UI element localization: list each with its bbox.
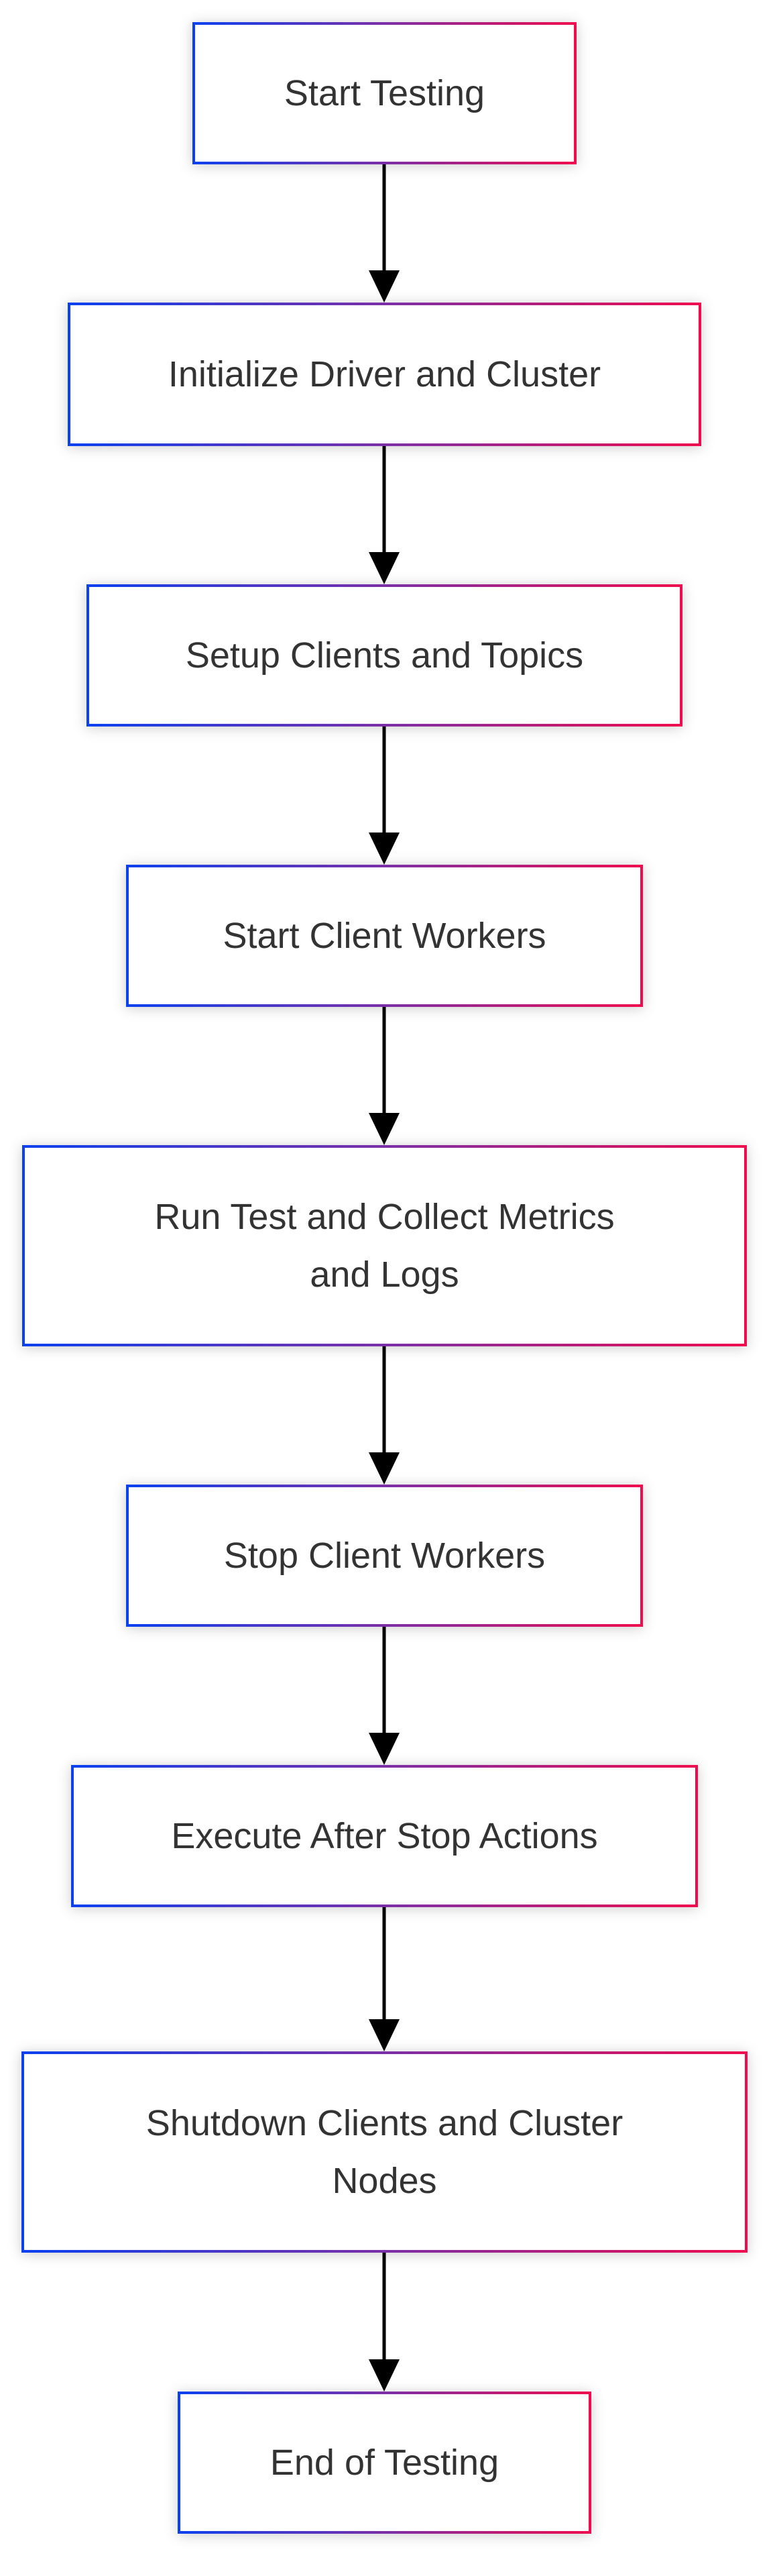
flowchart-node-run-test-collect: Run Test and Collect Metrics and Logs [22,1145,747,1346]
flowchart-node-end-of-testing: End of Testing [178,2392,591,2534]
arrowhead-icon [369,552,400,584]
flowchart-node-setup-clients-topics: Setup Clients and Topics [86,584,682,727]
arrow-shaft [382,164,386,276]
node-label: Start Testing [284,72,485,113]
node-label: Initialize Driver and Cluster [168,354,601,394]
node-label: End of Testing [270,2442,499,2483]
arrow-shaft [382,2253,386,2365]
arrowhead-icon [369,833,400,865]
arrow-shaft [382,1346,386,1458]
node-body: Run Test and Collect Metrics and Logs [25,1148,744,1344]
arrow-run-test-to-stop-workers [369,1346,400,1485]
flowchart-node-start-client-workers: Start Client Workers [126,865,643,1007]
node-label: Start Client Workers [223,915,546,956]
node-label: Stop Client Workers [223,1535,546,1576]
arrow-shutdown-to-end [369,2253,400,2392]
arrowhead-icon [369,1452,400,1485]
node-body: Execute After Stop Actions [74,1768,695,1904]
node-body: Shutdown Clients and Cluster Nodes [24,2054,745,2250]
arrowhead-icon [369,2019,400,2051]
arrow-setup-to-start-workers [369,727,400,865]
node-label: Setup Clients and Topics [185,635,584,676]
flowchart-node-shutdown-clients-nodes: Shutdown Clients and Cluster Nodes [21,2051,748,2253]
node-body: Stop Client Workers [129,1487,640,1624]
flowchart-node-stop-client-workers: Stop Client Workers [126,1485,643,1627]
arrow-start-workers-to-run-test [369,1007,400,1145]
arrow-shaft [382,1627,386,1738]
flowchart-node-execute-after-stop: Execute After Stop Actions [71,1765,698,1907]
arrowhead-icon [369,270,400,303]
arrowhead-icon [369,2359,400,2392]
arrowhead-icon [369,1113,400,1145]
arrow-start-to-init [369,164,400,303]
arrow-shaft [382,1007,386,1118]
arrow-shaft [382,446,386,557]
node-label: Shutdown Clients and Cluster Nodes [145,2102,623,2201]
node-label: Run Test and Collect Metrics and Logs [154,1196,615,1295]
arrow-shaft [382,1907,386,2025]
arrow-shaft [382,727,386,838]
node-body: Start Testing [195,25,574,162]
node-body: Initialize Driver and Cluster [70,305,699,443]
node-body: Setup Clients and Topics [89,587,680,724]
flowchart-node-start-testing: Start Testing [192,22,577,164]
arrow-init-to-setup [369,446,400,584]
node-body: End of Testing [180,2394,589,2531]
flowchart-node-init-driver-cluster: Initialize Driver and Cluster [68,303,701,446]
arrowhead-icon [369,1733,400,1765]
node-label: Execute After Stop Actions [171,1815,598,1856]
node-body: Start Client Workers [129,867,640,1004]
arrow-after-stop-to-shutdown [369,1907,400,2051]
arrow-stop-workers-to-after-stop [369,1627,400,1765]
